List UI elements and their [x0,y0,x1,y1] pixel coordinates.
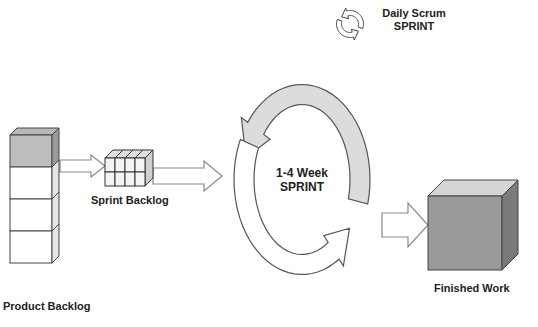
backlog-item [10,199,52,231]
product-backlog-stack: Product Backlog [10,128,60,268]
task-cell [125,158,135,172]
product-backlog-stack-outline [10,128,60,268]
grid-line [115,150,123,158]
backlog-item [10,231,52,263]
backlog-item [10,135,52,167]
task-cell [105,158,115,172]
task-cell [115,172,125,186]
cycle-arrow [234,139,350,274]
task-cell [105,172,115,186]
task-cell [135,158,145,172]
task-cell [115,158,125,172]
flow-arrow [153,161,222,191]
sprint-backlog-grid-outline [105,150,153,188]
sprint-cycle [234,85,370,275]
finished-work-cube: Finished Work [428,180,518,270]
node-label: 1-4 Week SPRINT [270,165,334,194]
node-label: Daily Scrum SPRINT [374,7,454,33]
task-cell [125,172,135,186]
finished-work-cube-outline [428,180,518,270]
daily-scrum-cycle [337,8,364,40]
cube-front [428,196,502,270]
sprint-backlog-grid [105,150,153,186]
task-cell [135,172,145,186]
sprint-cycle: 1-4 Week SPRINT [222,72,382,287]
node-label: Finished Work [434,282,510,295]
daily-scrum-cycle: Daily Scrum SPRINT [332,6,368,42]
grid-line [125,150,133,158]
node-label: Product Backlog [3,300,90,313]
grid-side [145,150,153,186]
grid-line [135,150,143,158]
cube-side [502,180,518,270]
daily-scrum-cycle-outline [332,6,368,42]
backlog-item [10,167,52,199]
flow-arrow [60,155,105,177]
finished-work-cube [428,180,518,270]
stack-top [10,128,59,135]
sprint-backlog-grid: Sprint Backlog [105,150,153,188]
backlog-item-side [52,224,59,263]
flow-arrow [382,203,428,247]
cycle-arrow [342,8,364,29]
cycle-arrow [241,85,370,205]
cycle-arrow [337,19,359,40]
node-label: Sprint Backlog [91,194,169,207]
product-backlog-stack [10,128,59,263]
